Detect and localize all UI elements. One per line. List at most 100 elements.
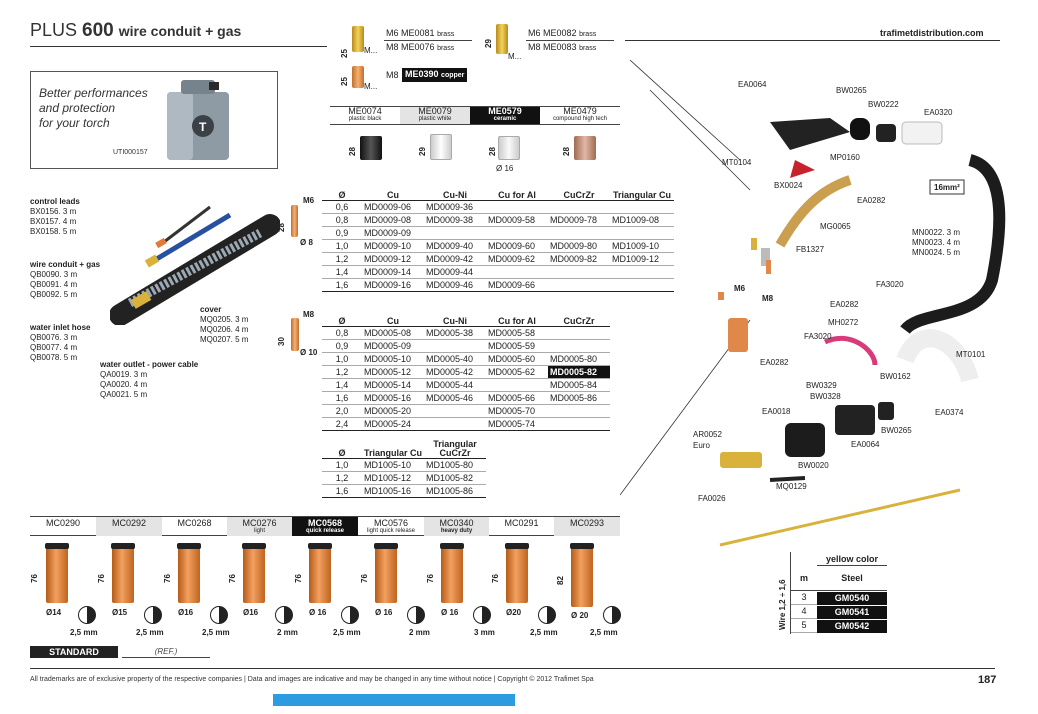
performance-text: Better performances and protection for y… [39,86,148,131]
table2-cell: 0,9 [322,338,362,352]
nozzle-4-section-icon [341,606,359,624]
adapter-3-unit: M... [364,82,378,91]
adapter-2-code-2: ME0083 [543,42,577,52]
nozzle-3-length: 76 [228,574,237,583]
adapter-2-line-2: M8 ME0083 brass [528,42,596,54]
table2-cell [486,377,548,391]
cover-3: MQ0207. 5 m [200,335,249,344]
table2-cell: MD0005-08 [362,325,424,339]
nozzle-0-icon [45,543,69,603]
nozzle-0-diameter: Ø14 [46,608,62,617]
wire-row-0-code: GM0540 [817,592,887,605]
diffuser-0-code: ME0074 [348,106,382,116]
adapter-3: 25 M... M8 ME0390 copper [336,64,476,94]
nozzle-5-section-icon [407,606,425,624]
page-number: 187 [978,674,997,686]
table1-cell [548,199,610,213]
table2-cell: MD0005-20 [362,403,424,417]
control-leads-title: control leads [30,197,80,206]
wire-row-0-m: 3 [791,592,817,605]
table1-cell: MD0009-40 [424,238,486,252]
table1-cell: MD0009-06 [362,199,424,213]
table2-cell: MD0005-16 [362,390,424,404]
table1-header: Ø Cu Cu-Ni Cu for Al CuCrZr Triangular C… [322,180,674,200]
adapter-2-height: 29 [484,39,493,48]
nozzle-2-icon [177,543,201,603]
table1-cell: MD1009-08 [610,212,674,226]
table2-cell [548,325,610,339]
table2-cell: MD0005-38 [424,325,486,339]
nozzle-2-section-icon [210,606,228,624]
table1-cell: MD0009-10 [362,238,424,252]
table2-cell-highlight: MD0005-82 [548,364,610,378]
adapter-1-icon [352,26,364,52]
diffuser-2-code: ME0579 [488,106,522,116]
site-link[interactable]: trafimetdistribution.com [880,28,984,38]
nozzle-3-icon [242,543,266,603]
table2-cell: MD0005-60 [486,351,548,365]
adapters-area: 25 M... M6 ME0081 brass M8 ME0076 brass … [336,18,616,88]
table1-cell: 0,6 [322,199,362,213]
nozzle-1-icon [111,543,135,603]
nozzle-7-length: 76 [491,574,500,583]
contact-tips-m6-table: Ø Cu Cu-Ni Cu for Al CuCrZr Triangular C… [322,180,674,292]
table1-cell [610,199,674,213]
nozzle-5-diameter: Ø 16 [375,608,393,617]
table2-h3: Cu for Al [498,315,536,326]
table2-cell: MD0005-40 [424,351,486,365]
nozzle-3-section-icon [275,606,293,624]
part-ea0018: EA0018 [762,407,791,416]
adapter-1-mat-1: brass [437,31,455,38]
table1-cell: MD0009-60 [486,238,548,252]
part-fa0026: FA0026 [698,494,726,503]
table2-cell: MD0005-84 [548,377,610,391]
table2-cell: 1,0 [322,351,362,365]
part-bx0024: BX0024 [774,181,803,190]
wire-conduit-title: wire conduit + gas [30,260,101,269]
adapter-1-mat-2: brass [437,45,455,52]
title-number: 600 [82,20,114,41]
part-bw0020: BW0020 [798,461,829,470]
table1-cell: MD0009-78 [548,212,610,226]
nozzle-1-header: MC0292 [96,517,162,536]
diffuser-1-code: ME0079 [418,106,452,116]
title-prefix: PLUS [30,20,78,40]
table1-cell: MD0009-44 [424,264,486,278]
table2-h0: Ø [338,315,346,326]
table1-cell [610,225,674,239]
table1-cell [424,225,486,239]
part-bw0265-low: BW0265 [881,426,912,435]
table1-cell [548,277,610,291]
part-bw0222: BW0222 [868,100,899,109]
svg-text:T: T [199,120,207,134]
perf-line-1: Better performances [39,86,148,100]
adapter-1-unit: M... [364,46,378,55]
table2-cell: MD0005-46 [424,390,486,404]
water-inlet-3: QB0078. 5 m [30,353,78,362]
nozzle-0-gap: 2,5 mm [70,628,98,637]
table1-h0: Ø [338,189,346,200]
table2-cell: MD0005-62 [486,364,548,378]
nozzle-7-gap: 2,5 mm [530,628,558,637]
nozzle-6-icon [440,543,464,603]
adapter-1-height: 25 [340,49,349,58]
diffusers-bottom-line [330,124,620,125]
adapter-2-thread-2: M8 [528,42,541,52]
nozzle-8-gap: 2,5 mm [590,628,618,637]
table2-cell [424,416,486,430]
table1-cell: MD0009-42 [424,251,486,265]
performance-box: Better performances and protection for y… [30,71,278,169]
diffuser-2-sub: ceramic [493,116,517,122]
adapter-2-unit: M... [508,52,522,61]
nozzle-6-diameter: Ø 16 [441,608,459,617]
